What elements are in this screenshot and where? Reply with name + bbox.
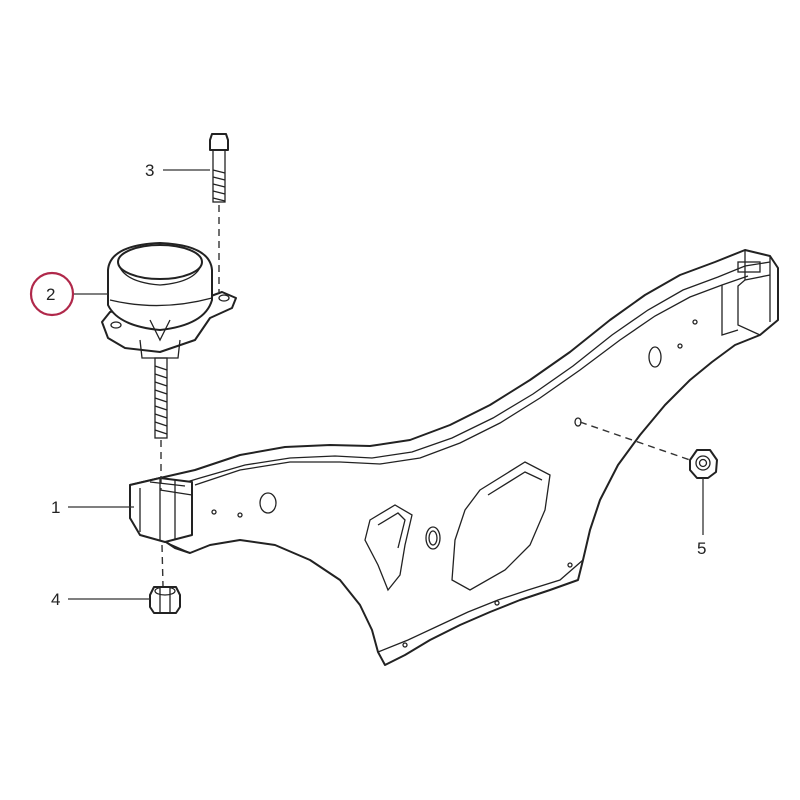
callout-2: 2 — [29, 271, 108, 317]
engine-mount — [101, 242, 237, 439]
callout-4: 4 — [51, 590, 150, 609]
assembly-lines — [160, 205, 691, 587]
callout-5: 5 — [697, 478, 706, 558]
callout-1: 1 — [51, 498, 134, 517]
bolt — [209, 133, 229, 203]
callout-1-label: 1 — [51, 498, 60, 517]
callout-2-label: 2 — [46, 285, 55, 304]
callout-2-highlight-circle — [29, 271, 75, 317]
callout-4-label: 4 — [51, 590, 60, 609]
lower-nut — [149, 586, 181, 614]
callout-3-label: 3 — [145, 161, 154, 180]
callout-5-label: 5 — [697, 539, 706, 558]
subframe-crossmember — [129, 249, 779, 666]
side-nut — [689, 449, 718, 479]
callout-3: 3 — [145, 161, 210, 180]
